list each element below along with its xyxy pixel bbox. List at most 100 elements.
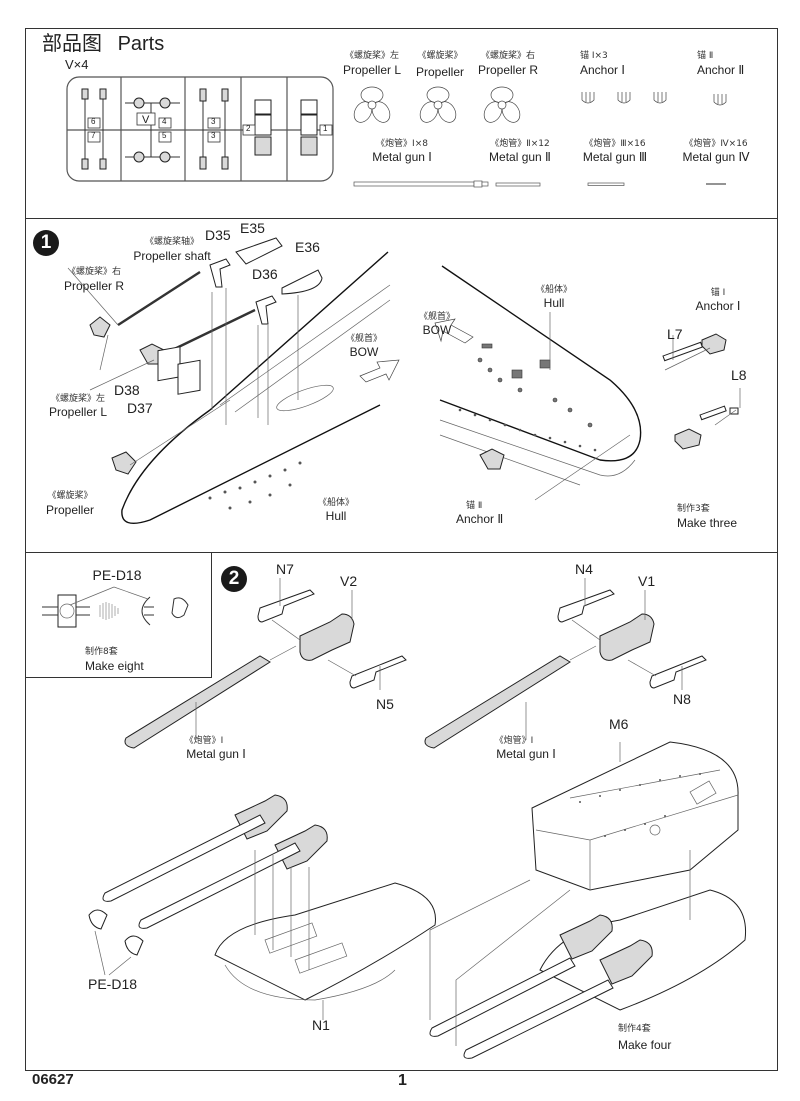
- make-three-cn: 制作3套: [677, 504, 710, 514]
- part-cn-label: 《炮管》Ⅲ×16: [584, 139, 646, 149]
- bend-arrow-icon: [99, 602, 119, 620]
- anchor-1-en: Anchor Ⅰ: [695, 299, 741, 313]
- parts-title: 部品图 Parts: [42, 33, 164, 55]
- sprue-number-4: 4: [162, 117, 167, 126]
- product-code: 06627: [32, 1071, 74, 1088]
- part-cn-label: 《炮管》Ⅱ×12: [490, 139, 550, 149]
- parts-title-en: Parts: [117, 33, 165, 55]
- bow-cn: 《舰首》: [345, 334, 383, 344]
- make-four-en: Make four: [618, 1038, 672, 1052]
- make-eight-en: Make eight: [85, 659, 144, 673]
- part-label-e35: E35: [240, 220, 265, 236]
- part-label-n4: N4: [575, 561, 593, 577]
- part-label-pe-d18: PE-D18: [88, 976, 138, 992]
- step2-turret-assembly: [429, 741, 747, 1059]
- bow-2-en: BOW: [422, 323, 452, 337]
- make-three-en: Make three: [677, 516, 738, 530]
- step1-bow-diagram: [434, 265, 741, 501]
- sprue-number-5: 5: [162, 131, 167, 140]
- part-label-d35: D35: [205, 227, 231, 243]
- sprue-number-6: 6: [91, 117, 96, 126]
- sprue-parts-4-5: [125, 97, 180, 163]
- propeller-part: [111, 451, 137, 475]
- part-en-label: Anchor Ⅱ: [697, 63, 745, 77]
- sprue-number-2: 2: [246, 124, 251, 133]
- part-cn-label: 锚 Ⅰ×3: [580, 51, 608, 61]
- part-label-v1: V1: [638, 573, 656, 589]
- part-en-label: Propeller R: [477, 63, 539, 77]
- part-label-d38: D38: [114, 382, 140, 398]
- sprue-part-1: [300, 99, 318, 156]
- part-en-label: Metal gun Ⅳ: [682, 150, 750, 164]
- gun-right-cn: 《炮管》Ⅰ: [494, 736, 534, 746]
- pe-bending-diagram: [42, 586, 189, 628]
- metal-gun-1-icon: [353, 180, 489, 188]
- propeller-r-en: Propeller R: [63, 279, 125, 293]
- hull-bow-en: Hull: [543, 296, 565, 310]
- propeller-shaft-cn: 《螺旋桨轴》: [144, 237, 200, 247]
- step2-gun-assembly-left: [124, 578, 407, 749]
- part-cn-label: 《螺旋桨》右: [480, 51, 536, 61]
- step2-gun-assembly-right: [424, 578, 707, 749]
- make-eight-cn: 制作8套: [85, 647, 118, 657]
- part-en-label: Metal gun Ⅱ: [489, 150, 551, 164]
- hull-bow-cn: 《船体》: [535, 285, 573, 295]
- propeller-icons: [353, 86, 727, 123]
- anchor-2-icon: [713, 94, 727, 106]
- part-cn-label: 《螺旋桨》: [417, 51, 463, 61]
- sprue-number-1: 1: [323, 124, 328, 133]
- part-label-d37: D37: [127, 400, 153, 416]
- part-en-label: Metal gun Ⅰ: [372, 150, 432, 164]
- propeller-shaft-en: Propeller shaft: [133, 249, 211, 263]
- part-label-v2: V2: [340, 573, 358, 589]
- propeller-cn: 《螺旋桨》: [47, 491, 93, 501]
- part-label-e36: E36: [295, 239, 320, 255]
- gun-left-en: Metal gun Ⅰ: [186, 747, 246, 761]
- make-four-cn: 制作4套: [618, 1024, 651, 1034]
- part-label-l7: L7: [667, 326, 683, 342]
- metal-gun-3-icon: [587, 182, 625, 186]
- propeller-r-part: [89, 316, 111, 338]
- propeller-l-en: Propeller L: [48, 405, 108, 419]
- part-cn-label: 《炮管》Ⅳ×16: [684, 139, 748, 149]
- step-number-1: 1: [33, 230, 59, 256]
- part-en-label: Propeller: [415, 65, 465, 79]
- anchor-1-icons: [581, 92, 667, 104]
- bow-2-cn: 《舰首》: [418, 312, 456, 322]
- propeller-l-cn: 《螺旋桨》左: [50, 394, 106, 404]
- part-label-n7: N7: [276, 561, 294, 577]
- part-en-label: Anchor Ⅰ: [580, 63, 625, 77]
- sprue-number-3a: 3: [211, 117, 216, 126]
- part-label-d36: D36: [252, 266, 278, 282]
- part-en-label: Metal gun Ⅲ: [582, 150, 648, 164]
- anchor-1-cn: 锚 Ⅰ: [710, 288, 726, 298]
- step-number-2: 2: [221, 566, 247, 592]
- step2-twin-mount-left: [88, 794, 436, 1020]
- propeller-l-icon: [353, 86, 391, 123]
- sprue-parts-3: [199, 88, 229, 170]
- step1-stern-diagram: [67, 237, 400, 524]
- sprue-v-diagram: [66, 76, 334, 182]
- sprue-parts-6-7: [81, 88, 107, 170]
- part-label-m6: M6: [609, 716, 629, 732]
- sprue-letter: V: [142, 114, 150, 126]
- pe-inset-part-label: PE-D18: [92, 567, 142, 583]
- propeller-r-cn: 《螺旋桨》右: [66, 267, 122, 277]
- propeller-r-icon: [483, 86, 521, 123]
- part-cn-label: 《螺旋桨》左: [344, 51, 400, 61]
- hull-cn: 《船体》: [317, 498, 355, 508]
- sprue-number-7: 7: [91, 131, 96, 140]
- gun-right-en: Metal gun Ⅰ: [496, 747, 556, 761]
- parts-title-cn: 部品图: [42, 33, 102, 55]
- page-number: 1: [398, 1072, 407, 1089]
- divider-step1-step2: [25, 552, 778, 553]
- part-en-label: Propeller L: [342, 63, 402, 77]
- propeller-en: Propeller: [45, 503, 95, 517]
- sprue-number-3b: 3: [211, 131, 216, 140]
- part-cn-label: 《炮管》Ⅰ×8: [376, 139, 428, 149]
- hull-en: Hull: [325, 509, 347, 523]
- pe-inset-box: [25, 552, 212, 678]
- metal-gun-icons: [353, 180, 726, 188]
- sprue-part-2: [254, 99, 272, 156]
- part-label-n5: N5: [376, 696, 394, 712]
